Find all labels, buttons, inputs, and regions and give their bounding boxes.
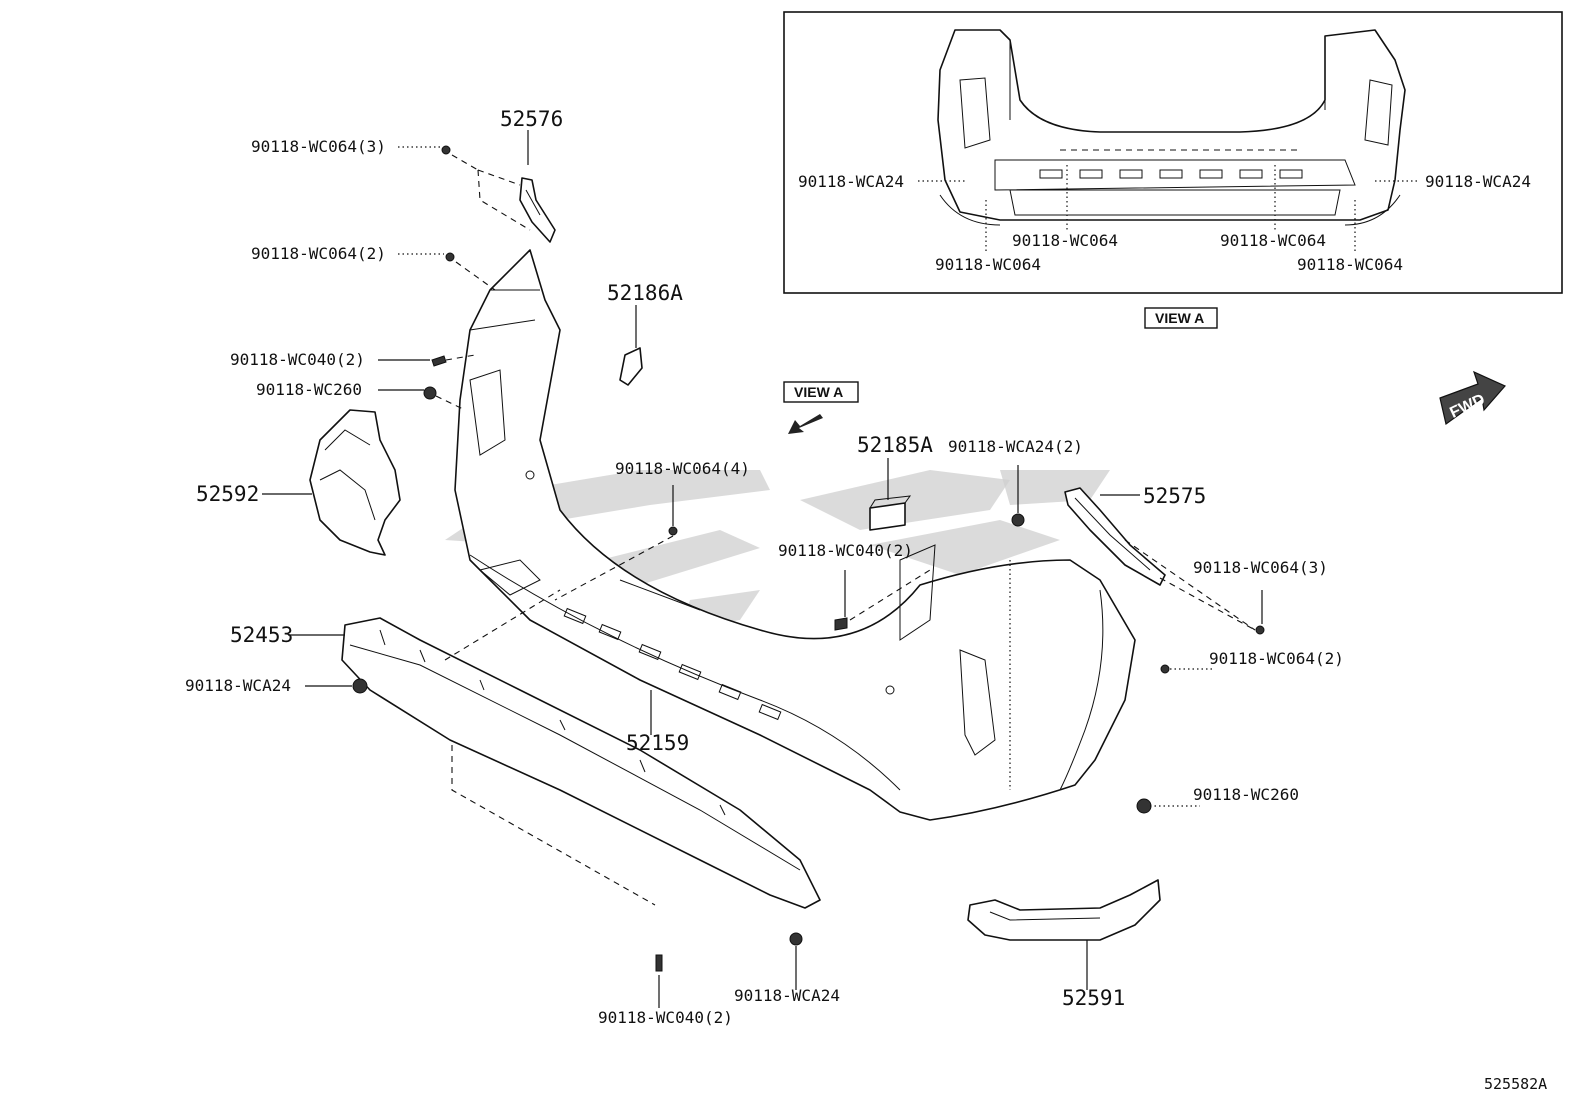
view-a-label-mid-right-wc064: 90118-WC064 — [1220, 231, 1326, 250]
label-fastener-f11: 90118-WC260 — [1193, 785, 1299, 804]
label-fastener-f10: 90118-WC064(2) — [1209, 649, 1344, 668]
view-a-caption: VIEW A — [1144, 307, 1218, 329]
part-52591-garnish — [967, 879, 1161, 990]
view-a-pointer: VIEW A — [783, 381, 859, 434]
label-fastener-f13: 90118-WCA24 — [734, 986, 840, 1005]
label-fastener-f3: 90118-WC040(2) — [230, 350, 365, 369]
part-52185a-block — [869, 458, 912, 531]
label-fastener-f1: 90118-WC064(3) — [251, 137, 386, 156]
label-fastener-f9: 90118-WC064(3) — [1193, 558, 1328, 577]
label-fastener-f8: 90118-WCA24(2) — [948, 437, 1083, 456]
view-a-caption-text: VIEW A — [1155, 310, 1204, 326]
label-fastener-f6: 90118-WC064(4) — [615, 459, 750, 478]
fastener-icons — [352, 145, 1265, 972]
fastener-leaders — [305, 146, 1263, 1008]
label-52591: 52591 — [1062, 986, 1125, 1010]
label-52186a: 52186A — [607, 281, 683, 305]
label-52185a: 52185A — [857, 433, 933, 457]
label-fastener-f12: 90118-WC040(2) — [598, 1008, 733, 1027]
label-52575: 52575 — [1143, 484, 1206, 508]
label-52592: 52592 — [196, 482, 259, 506]
label-52453: 52453 — [230, 623, 293, 647]
label-fastener-f5: 90118-WCA24 — [185, 676, 291, 695]
view-a-label-left-wca24: 90118-WCA24 — [798, 172, 904, 191]
part-52592-liner — [262, 409, 401, 556]
view-a-label-mid-left-wc064: 90118-WC064 — [1012, 231, 1118, 250]
label-fastener-f2: 90118-WC064(2) — [251, 244, 386, 263]
label-fastener-f7: 90118-WC040(2) — [778, 541, 913, 560]
reference-number: 525582A — [1484, 1075, 1547, 1093]
label-52576: 52576 — [500, 107, 563, 131]
view-a-label-low-right-wc064: 90118-WC064 — [1297, 255, 1403, 274]
label-52159: 52159 — [626, 731, 689, 755]
view-a-label-low-left-wc064: 90118-WC064 — [935, 255, 1041, 274]
view-a-label-right-wca24: 90118-WCA24 — [1425, 172, 1531, 191]
fwd-arrow-icon: FWD — [1439, 370, 1506, 426]
bumper-cover — [454, 249, 1136, 821]
view-a-inset: 90118-WCA24 90118-WCA24 90118-WC064 9011… — [783, 11, 1563, 294]
part-52576-bracket — [477, 130, 556, 243]
part-52453-lower-garnish — [288, 589, 821, 909]
label-fastener-f4: 90118-WC260 — [256, 380, 362, 399]
part-52186a-clip — [619, 305, 643, 386]
part-52575-bracket — [1064, 487, 1256, 631]
view-a-pointer-text: VIEW A — [794, 384, 843, 400]
